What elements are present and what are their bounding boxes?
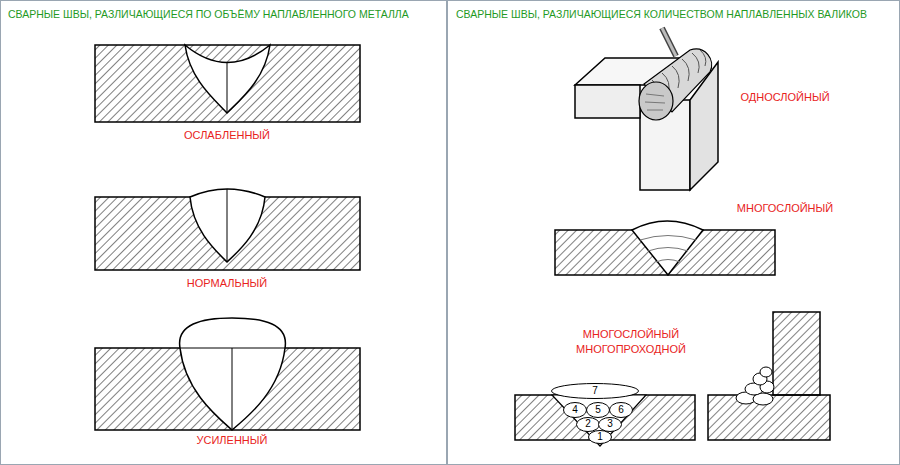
callout-number: 6 [609, 402, 633, 416]
weld-groove [552, 395, 646, 446]
electrode [662, 28, 676, 56]
weld-bead [760, 367, 772, 377]
joint-line [232, 348, 233, 430]
seam-type-label: МНОГОСЛОЙНЫЙ [725, 201, 845, 216]
callout-number: 1 [588, 430, 612, 443]
joint-line [227, 63, 228, 113]
bead-ellipse [552, 384, 639, 399]
seam-type-label: ОСЛАБЛЕННЫЙ [157, 128, 297, 143]
joint-line [227, 189, 228, 262]
section-heading: СВАРНЫЕ ШВЫ, РАЗЛИЧАЮЩИЕСЯ ПО ОБЪЁМУ НАП… [8, 7, 409, 21]
weld-beads [736, 367, 774, 405]
section-heading: СВАРНЫЕ ШВЫ, РАЗЛИЧАЮЩИЕСЯ КОЛИЧЕСТВОМ Н… [456, 7, 867, 21]
metal-plate [575, 85, 640, 118]
metal-plate [95, 45, 360, 122]
seam-type-label: УСИЛЕННЫЙ [162, 433, 302, 448]
weld-bead: 2 [576, 417, 600, 432]
weld-seam [632, 221, 703, 275]
weld-bead: 5 [586, 402, 610, 418]
weld-bead [644, 49, 712, 112]
weld-seam [190, 189, 265, 262]
seam-type-label: МНОГОСЛОЙНЫЙ МНОГОПРОХОДНОЙ [566, 327, 696, 357]
seam-type-label: НОРМАЛЬНЫЙ [157, 276, 297, 291]
weld-seam [185, 45, 270, 113]
weld-seam [180, 318, 286, 430]
weld-bead-end [639, 82, 673, 120]
bead-ellipse [589, 431, 612, 444]
bead-ellipse [610, 403, 633, 418]
electrode [662, 28, 676, 56]
weld-bead: 4 [563, 402, 587, 418]
bead-ellipse [577, 417, 600, 431]
callout-number: 3 [598, 417, 622, 431]
weld-texture [645, 94, 665, 110]
callout-number: 4 [563, 402, 587, 416]
bead-ellipse [599, 417, 622, 431]
callout-number: 7 [551, 383, 639, 397]
metal-plate [773, 312, 820, 395]
bead-ellipse [564, 403, 587, 418]
weld-bead: 6 [609, 402, 633, 418]
seam-type-label: ОДНОСЛОЙНЫЙ [725, 90, 845, 105]
weld-bead: 1 [588, 430, 612, 444]
divider [446, 0, 448, 465]
callout-number: 2 [576, 417, 600, 431]
weld-layers [640, 236, 696, 263]
callout-number: 5 [586, 402, 610, 416]
bead-ellipse [587, 403, 610, 418]
weld-bead: 7 [551, 383, 639, 399]
weld-bead: 3 [598, 417, 622, 432]
